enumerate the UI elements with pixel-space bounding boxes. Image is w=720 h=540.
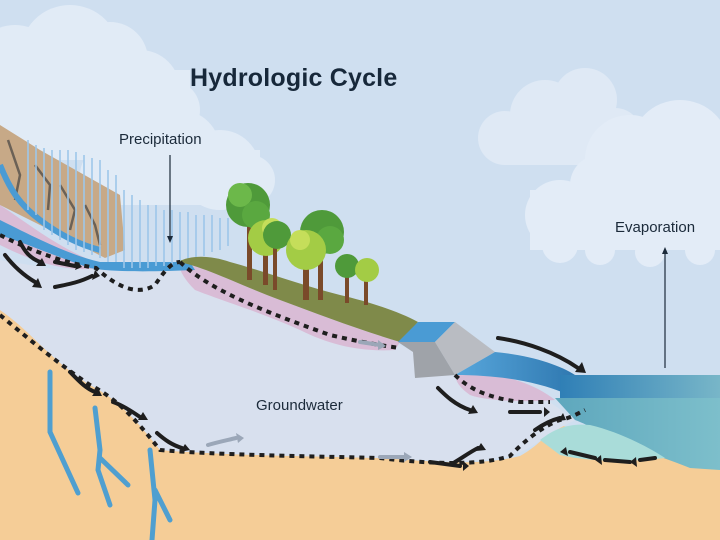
faded-arrowheads <box>236 340 412 462</box>
tree <box>355 258 379 305</box>
tree <box>335 254 359 303</box>
trees <box>226 183 379 305</box>
water-table-lines <box>0 233 586 465</box>
bedrock <box>0 310 720 540</box>
surface-water-pond <box>0 220 195 272</box>
faded-flow-arrows <box>206 340 407 459</box>
precipitation-pointer <box>167 155 173 243</box>
ocean-deep <box>555 398 720 470</box>
flow-arrowheads <box>32 258 637 471</box>
tree <box>286 230 326 300</box>
evaporation-label: Evaporation <box>615 219 696 236</box>
cliff-waterfall <box>0 163 101 253</box>
unsaturated-zone-coast <box>455 373 555 402</box>
cloud-right-bottom <box>525 100 720 267</box>
unsaturated-zone-hill <box>178 262 400 351</box>
evaporation-pointer <box>662 247 668 368</box>
river <box>455 352 575 398</box>
groundwater-label: Groundwater <box>256 397 343 414</box>
tree <box>263 221 291 290</box>
diagram-title: Hydrologic Cycle <box>190 64 398 92</box>
bedrock-fractures <box>47 369 173 540</box>
rain-streaks <box>27 140 229 268</box>
flow-arrows <box>3 240 657 468</box>
groundwater-zone <box>0 260 575 462</box>
ocean-surface <box>560 375 720 400</box>
hill-topsoil <box>178 256 418 342</box>
precipitation-label: Precipitation <box>119 131 202 148</box>
dam-structure <box>398 322 495 378</box>
